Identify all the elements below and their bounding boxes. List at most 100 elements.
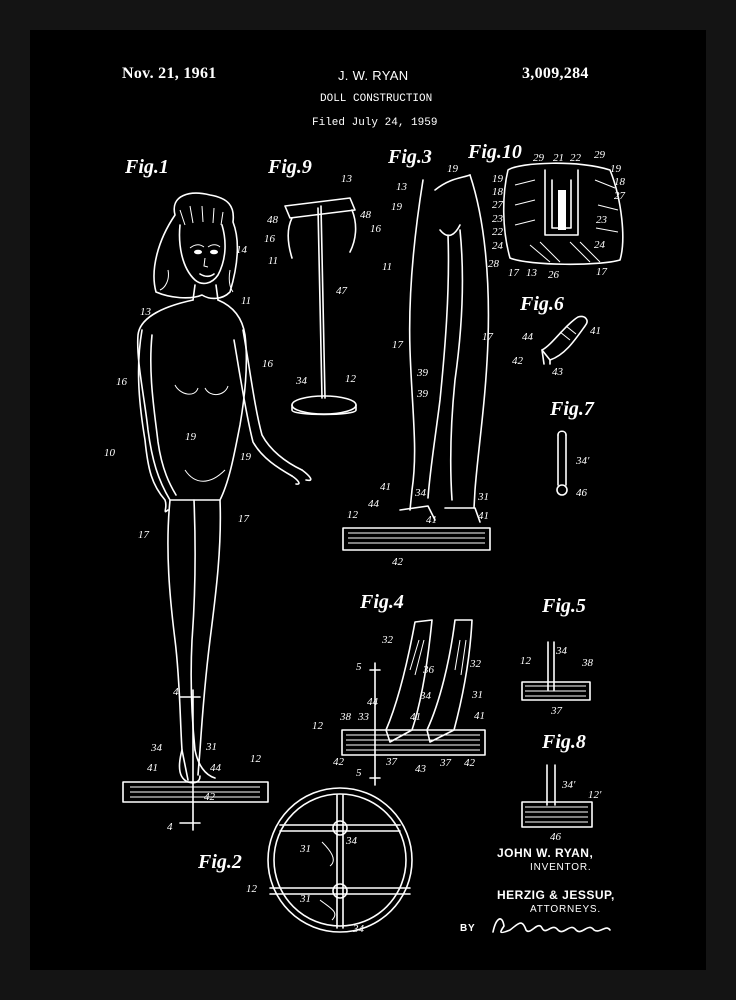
- svg-text:39: 39: [416, 388, 429, 400]
- svg-text:11: 11: [268, 255, 278, 267]
- svg-text:10: 10: [104, 447, 116, 459]
- svg-text:16: 16: [116, 376, 128, 388]
- svg-text:19: 19: [391, 201, 403, 213]
- svg-text:31: 31: [299, 843, 311, 855]
- svg-text:42: 42: [333, 756, 345, 768]
- svg-text:34': 34': [575, 455, 590, 467]
- svg-text:47: 47: [336, 285, 348, 297]
- by-label: BY: [460, 923, 476, 934]
- svg-text:41: 41: [147, 762, 158, 774]
- svg-text:42: 42: [464, 757, 476, 769]
- svg-text:19: 19: [492, 173, 504, 185]
- svg-text:48: 48: [267, 214, 279, 226]
- patent-date: Nov. 21, 1961: [122, 65, 217, 82]
- svg-text:31: 31: [471, 689, 483, 701]
- svg-text:23: 23: [596, 214, 608, 226]
- svg-text:4: 4: [173, 686, 179, 698]
- svg-text:22: 22: [492, 226, 504, 238]
- svg-text:43: 43: [415, 763, 427, 775]
- fig4-section-drawing: Fig.4 5 5 32 32 36 34 31 44 38 33 41 41 …: [312, 591, 486, 786]
- patent-inventor-header: J. W. RYAN: [338, 68, 409, 83]
- svg-text:17: 17: [392, 339, 404, 351]
- svg-text:44: 44: [367, 696, 379, 708]
- fig7-label: Fig.7: [549, 398, 595, 420]
- svg-text:33: 33: [357, 711, 370, 723]
- svg-text:5: 5: [356, 767, 362, 779]
- patent-title: DOLL CONSTRUCTION: [320, 93, 433, 105]
- fig8-label: Fig.8: [541, 731, 586, 753]
- svg-text:39: 39: [416, 367, 429, 379]
- svg-text:31: 31: [205, 741, 217, 753]
- svg-text:24: 24: [492, 240, 504, 252]
- svg-text:44: 44: [210, 762, 222, 774]
- fig5-section-drawing: Fig.5 12 34 38 37: [520, 595, 594, 717]
- patent-number: 3,009,284: [522, 65, 589, 82]
- svg-text:16: 16: [264, 233, 276, 245]
- patent-drawing-sheet: Nov. 21, 1961 J. W. RYAN 3,009,284 DOLL …: [30, 30, 706, 970]
- fig6-shoe-drawing: Fig.6 44 41 42 43: [512, 293, 601, 378]
- svg-text:12': 12': [588, 789, 602, 801]
- svg-text:38: 38: [581, 657, 594, 669]
- fig10-section-drawing: Fig.10 29 21 22 29 19 18 27 19 18 27 23 …: [467, 141, 626, 281]
- fig9-label: Fig.9: [267, 156, 312, 178]
- svg-text:11: 11: [382, 261, 392, 273]
- svg-text:26: 26: [548, 269, 560, 281]
- fig3-legs-drawing: Fig.3 19 13 19 11 17 17 39 39 41 34 31 4…: [342, 146, 494, 568]
- svg-text:13: 13: [140, 306, 152, 318]
- svg-text:19: 19: [185, 431, 197, 443]
- svg-text:12: 12: [345, 373, 357, 385]
- svg-text:13: 13: [396, 181, 408, 193]
- svg-text:16: 16: [370, 223, 382, 235]
- svg-text:4: 4: [167, 821, 173, 833]
- svg-text:32: 32: [469, 658, 482, 670]
- svg-text:11: 11: [241, 295, 251, 307]
- patent-filed-date: Filed July 24, 1959: [312, 117, 438, 129]
- attorney-signature: [492, 918, 611, 934]
- fig6-label: Fig.6: [519, 293, 564, 315]
- attorneys-name: HERZIG & JESSUP,: [497, 888, 615, 902]
- inventor-name: JOHN W. RYAN,: [497, 846, 594, 860]
- fig2-base-drawing: Fig.2 31 34 31 34 12: [197, 787, 413, 935]
- svg-text:13: 13: [526, 267, 538, 279]
- svg-text:32: 32: [381, 634, 394, 646]
- svg-text:12: 12: [250, 753, 262, 765]
- fig10-label: Fig.10: [467, 141, 522, 163]
- svg-text:12: 12: [347, 509, 359, 521]
- svg-text:37: 37: [385, 756, 398, 768]
- svg-text:23: 23: [492, 213, 504, 225]
- svg-text:42: 42: [512, 355, 524, 367]
- svg-text:17: 17: [138, 529, 150, 541]
- svg-text:12: 12: [312, 720, 324, 732]
- fig5-label: Fig.5: [541, 595, 586, 617]
- svg-text:34: 34: [414, 487, 427, 499]
- svg-text:42: 42: [392, 556, 404, 568]
- svg-text:31: 31: [477, 491, 489, 503]
- svg-text:16: 16: [262, 358, 274, 370]
- fig2-label: Fig.2: [197, 851, 242, 873]
- svg-text:18: 18: [614, 176, 626, 188]
- attorneys-role: ATTORNEYS.: [530, 904, 601, 915]
- fig1-doll-drawing: Fig.1: [104, 156, 312, 833]
- svg-text:44: 44: [368, 498, 380, 510]
- svg-text:41: 41: [590, 325, 601, 337]
- svg-text:17: 17: [482, 331, 494, 343]
- svg-text:12: 12: [520, 655, 532, 667]
- fig1-label: Fig.1: [124, 156, 169, 178]
- svg-text:37: 37: [439, 757, 452, 769]
- svg-text:34: 34: [345, 835, 358, 847]
- svg-text:21: 21: [553, 152, 564, 164]
- svg-text:46: 46: [576, 487, 588, 499]
- svg-text:17: 17: [238, 513, 250, 525]
- svg-text:38: 38: [339, 711, 352, 723]
- svg-text:17: 17: [508, 267, 520, 279]
- svg-text:37: 37: [550, 705, 563, 717]
- svg-text:19: 19: [610, 163, 622, 175]
- svg-text:43: 43: [552, 366, 564, 378]
- svg-text:13: 13: [341, 173, 353, 185]
- svg-text:29: 29: [594, 149, 606, 161]
- svg-text:34: 34: [352, 923, 365, 935]
- svg-text:34: 34: [555, 645, 568, 657]
- svg-text:34: 34: [295, 375, 308, 387]
- svg-text:14: 14: [236, 244, 248, 256]
- svg-text:12: 12: [246, 883, 258, 895]
